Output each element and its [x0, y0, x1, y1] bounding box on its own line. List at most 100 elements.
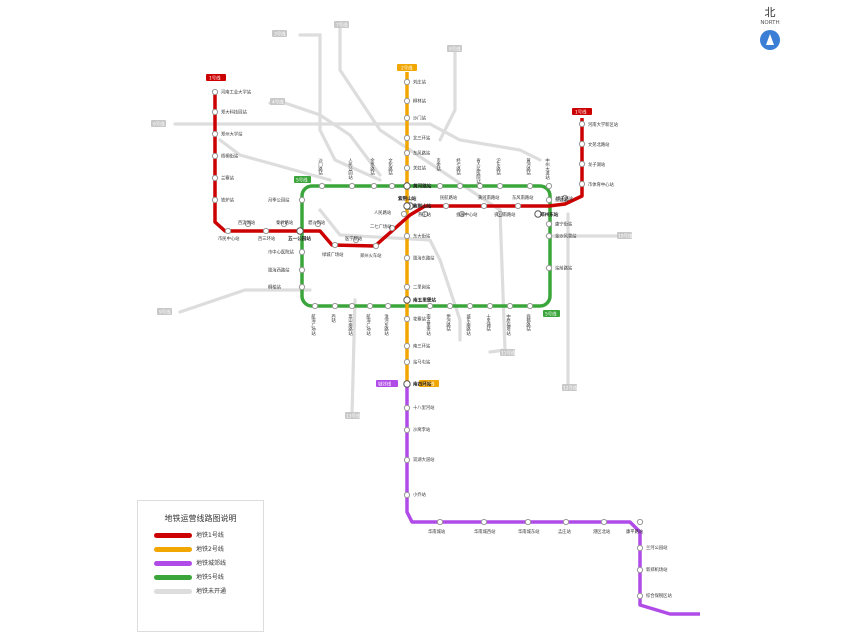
station-dot[interactable]: [545, 220, 553, 228]
station-dot[interactable]: [403, 164, 411, 172]
station-dot[interactable]: [348, 302, 356, 310]
station-dot[interactable]: [436, 518, 444, 526]
station-dot[interactable]: [403, 296, 411, 304]
station-label: 梧桐街站: [221, 153, 239, 160]
station-label: 中州大道站: [545, 157, 550, 181]
station-dot[interactable]: [421, 210, 429, 218]
station-dot[interactable]: [224, 227, 232, 235]
station-label: 绿城广场站: [322, 251, 344, 258]
station-dot[interactable]: [318, 182, 326, 190]
station-dot[interactable]: [403, 78, 411, 86]
station-dot[interactable]: [388, 224, 396, 232]
station-dot[interactable]: [244, 220, 252, 228]
station-dot[interactable]: [636, 566, 644, 574]
station-dot[interactable]: [403, 134, 411, 142]
station-dot[interactable]: [298, 196, 306, 204]
station-dot[interactable]: [211, 152, 219, 160]
station-dot[interactable]: [496, 210, 504, 218]
station-dot[interactable]: [298, 266, 306, 274]
station-dot[interactable]: [403, 404, 411, 412]
station-dot[interactable]: [211, 108, 219, 116]
station-dot[interactable]: [534, 210, 542, 218]
station-dot[interactable]: [458, 210, 466, 218]
station-dot[interactable]: [442, 202, 450, 210]
station-dot[interactable]: [366, 302, 374, 310]
station-dot[interactable]: [311, 302, 319, 310]
station-dot[interactable]: [545, 264, 553, 272]
station-dot[interactable]: [446, 302, 454, 310]
station-dot[interactable]: [466, 302, 474, 310]
station-dot[interactable]: [403, 342, 411, 350]
station-dot[interactable]: [496, 182, 504, 190]
station-label: 商都路站: [526, 313, 531, 333]
station-dot[interactable]: [562, 518, 570, 526]
station-dot[interactable]: [370, 182, 378, 190]
station-dot[interactable]: [578, 140, 586, 148]
station-dot[interactable]: [331, 241, 339, 249]
station-dot[interactable]: [403, 283, 411, 291]
station-dot[interactable]: [578, 180, 586, 188]
station-dot[interactable]: [480, 518, 488, 526]
station-label: 柳林站: [413, 98, 427, 105]
station-dot[interactable]: [403, 358, 411, 366]
station-dot[interactable]: [403, 97, 411, 105]
station-dot[interactable]: [526, 302, 534, 310]
station-dot[interactable]: [506, 302, 514, 310]
station-dot[interactable]: [384, 302, 392, 310]
tag-planned-3-text: 3号线: [274, 31, 286, 38]
tag-line5-se-text: 5号线: [545, 311, 557, 318]
station-dot[interactable]: [600, 518, 608, 526]
station-dot[interactable]: [262, 227, 270, 235]
station-dot[interactable]: [436, 182, 444, 190]
station-dot[interactable]: [403, 254, 411, 262]
station-dot[interactable]: [403, 182, 411, 190]
station-dot[interactable]: [211, 130, 219, 138]
station-dot[interactable]: [403, 380, 411, 388]
station-dot[interactable]: [280, 220, 288, 228]
station-dot[interactable]: [476, 182, 484, 190]
station-dot[interactable]: [636, 544, 644, 552]
station-dot[interactable]: [403, 315, 411, 323]
station-dot[interactable]: [514, 202, 522, 210]
station-label: 中原福塔站: [506, 313, 511, 337]
station-dot[interactable]: [400, 210, 408, 218]
station-dot[interactable]: [211, 88, 219, 96]
station-dot[interactable]: [545, 196, 553, 204]
station-dot[interactable]: [486, 302, 494, 310]
station-dot[interactable]: [545, 182, 553, 190]
station-dot[interactable]: [314, 220, 322, 228]
station-dot[interactable]: [403, 426, 411, 434]
station-dot[interactable]: [526, 182, 534, 190]
station-dot[interactable]: [561, 194, 569, 202]
station-dot[interactable]: [480, 202, 488, 210]
station-label: 站前路站: [555, 265, 573, 272]
station-dot[interactable]: [298, 248, 306, 256]
station-dot[interactable]: [388, 182, 396, 190]
station-label: 碧沙岗站: [308, 219, 326, 226]
station-dot[interactable]: [348, 182, 356, 190]
station-dot[interactable]: [636, 518, 644, 526]
station-dot[interactable]: [456, 182, 464, 190]
station-dot[interactable]: [578, 160, 586, 168]
station-dot[interactable]: [211, 196, 219, 204]
station-dot[interactable]: [352, 236, 360, 244]
station-dot[interactable]: [403, 491, 411, 499]
station-dot[interactable]: [403, 232, 411, 240]
tag-planned-7-text: 7号线: [336, 22, 348, 29]
station-dot[interactable]: [331, 302, 339, 310]
legend-label-chengjiao: 地铁城郊线: [196, 560, 227, 567]
station-dot[interactable]: [636, 592, 644, 600]
station-dot[interactable]: [372, 242, 380, 250]
station-dot[interactable]: [298, 283, 306, 291]
station-dot[interactable]: [296, 227, 304, 235]
station-dot[interactable]: [524, 518, 532, 526]
station-label: 郑大科技园站: [221, 109, 247, 116]
station-dot[interactable]: [403, 114, 411, 122]
station-dot[interactable]: [403, 149, 411, 157]
station-dot[interactable]: [426, 302, 434, 310]
station-dot[interactable]: [578, 120, 586, 128]
station-dot[interactable]: [211, 174, 219, 182]
station-dot[interactable]: [403, 456, 411, 464]
station-dot[interactable]: [403, 202, 411, 210]
station-dot[interactable]: [545, 232, 553, 240]
